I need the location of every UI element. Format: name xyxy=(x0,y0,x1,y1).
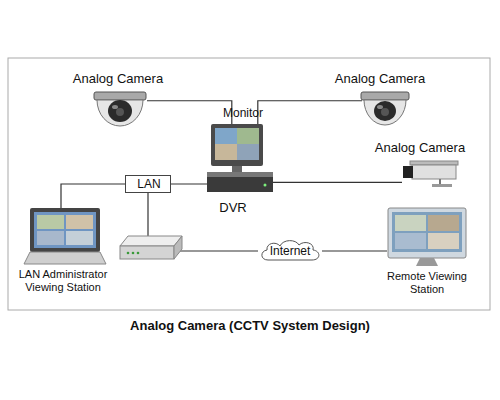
laptop-lid xyxy=(30,208,100,252)
lens-highlight xyxy=(377,105,383,109)
laptop-illustration xyxy=(24,208,106,264)
dome-camera xyxy=(94,92,146,126)
dvr-node: DVR xyxy=(207,172,273,192)
node-label: LAN Administrator Viewing Station xyxy=(0,268,128,294)
cable-line xyxy=(61,184,125,208)
router-top xyxy=(120,236,182,246)
node-label: Analog Camera xyxy=(315,71,445,87)
laptop-screen xyxy=(34,212,96,248)
screen-view xyxy=(37,231,64,245)
screen-view xyxy=(66,231,93,245)
viewing-station: LAN Administrator Viewing Station xyxy=(25,208,105,264)
screen-view xyxy=(66,215,93,229)
camera-plate xyxy=(94,92,146,100)
camera-dome xyxy=(97,100,143,126)
status-light xyxy=(264,184,267,187)
dvr-top xyxy=(207,172,273,177)
screen-view xyxy=(428,233,459,249)
laptop-base xyxy=(24,252,106,264)
status-light xyxy=(132,252,135,255)
camera-lens xyxy=(374,101,396,121)
remote-monitor-illustration xyxy=(388,208,466,266)
camera-lens xyxy=(108,100,132,122)
screen-view xyxy=(395,215,426,231)
node-label: Internet xyxy=(258,244,322,258)
camera-node: Analog Camera xyxy=(93,92,147,127)
camera-base xyxy=(432,184,452,187)
dome-camera xyxy=(361,92,409,125)
dvr-body xyxy=(207,172,273,192)
status-light xyxy=(127,252,130,255)
router-front xyxy=(120,246,174,259)
node-label: Remote Viewing Station xyxy=(377,270,477,296)
lan-box: LAN xyxy=(125,175,171,193)
screen-view xyxy=(237,128,259,144)
camera-lens xyxy=(381,108,389,116)
sun-shield xyxy=(410,161,458,165)
screen-view xyxy=(215,144,237,160)
node-label: Analog Camera xyxy=(53,71,183,87)
network-wire xyxy=(147,193,148,238)
monitor-stand xyxy=(416,258,438,266)
camera-dome xyxy=(364,100,406,125)
cable-line xyxy=(147,101,232,124)
screen-view xyxy=(237,144,259,160)
node-label: DVR xyxy=(203,200,263,216)
dvr-illustration xyxy=(207,172,273,192)
node-label: Analog Camera xyxy=(355,140,485,156)
screen-view xyxy=(215,128,237,144)
cable-line xyxy=(273,182,402,183)
screen-view xyxy=(428,215,459,231)
node-label: LAN xyxy=(126,177,172,191)
cable-line xyxy=(322,250,387,251)
monitor-frame xyxy=(388,208,466,258)
screen-view xyxy=(37,215,64,229)
monitor-node: Monitor xyxy=(211,124,263,168)
status-light xyxy=(137,252,140,255)
camera-lens xyxy=(116,108,124,116)
viewing-station: Remote Viewing Station xyxy=(387,208,467,266)
cable-line xyxy=(258,101,362,124)
camera-plate xyxy=(361,92,409,100)
figure-caption: Analog Camera (CCTV System Design) xyxy=(0,318,500,333)
monitor-frame xyxy=(211,124,263,166)
camera-lens xyxy=(403,166,413,178)
monitor-illustration xyxy=(211,124,263,172)
camera-node: Analog Camera xyxy=(402,160,462,188)
monitor-stand xyxy=(232,166,242,172)
internet-cloud: Internet xyxy=(258,238,322,264)
router-side xyxy=(174,236,182,259)
network-wire xyxy=(180,250,258,251)
router-illustration xyxy=(120,236,182,259)
lens-highlight xyxy=(112,105,118,109)
cable-line xyxy=(171,183,207,184)
screen-view xyxy=(395,233,426,249)
box-camera xyxy=(403,161,458,187)
monitor-screen xyxy=(392,212,462,252)
camera-body xyxy=(412,165,456,179)
camera-node: Analog Camera xyxy=(362,92,408,127)
node-label: Monitor xyxy=(203,106,283,120)
